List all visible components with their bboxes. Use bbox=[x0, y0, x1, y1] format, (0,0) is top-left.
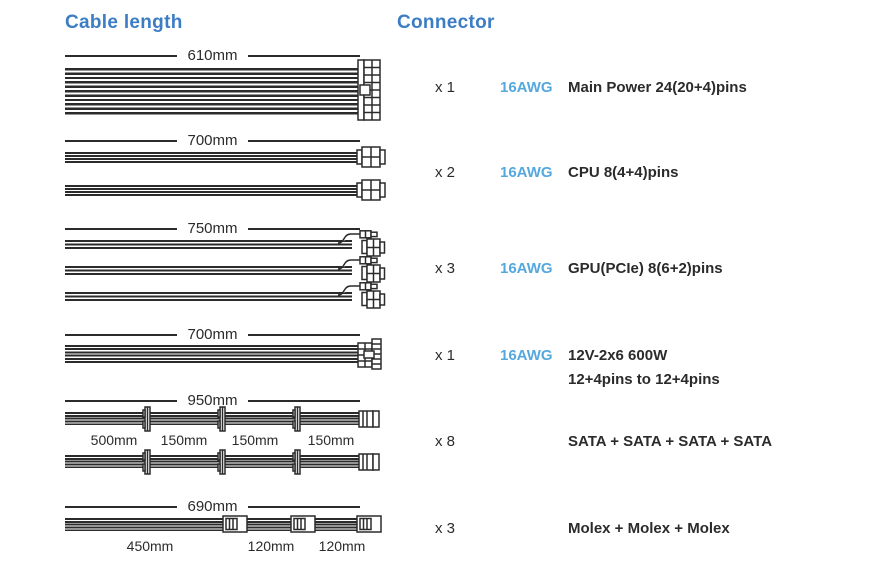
connector-description: CPU 8(4+4)pins bbox=[568, 164, 679, 181]
connector-description-line1: 12V-2x6 600W bbox=[568, 347, 668, 364]
gpu-pcie-pigtail-connector-icon bbox=[336, 282, 386, 312]
cable-ribbon bbox=[65, 412, 360, 426]
cable-ribbon bbox=[65, 455, 360, 469]
dimension-row1: 610mm bbox=[65, 47, 360, 65]
cable-ribbon bbox=[65, 518, 360, 532]
sata-connector-icon bbox=[292, 449, 302, 475]
dimension-row5: 950mm bbox=[65, 392, 360, 410]
spec-row-molex: x 3 Molex + Molex + Molex bbox=[435, 517, 730, 541]
quantity-label: x 8 bbox=[435, 433, 456, 450]
connector-description: Molex + Molex + Molex bbox=[568, 520, 730, 537]
connector-heading: Connector bbox=[397, 12, 495, 33]
dimension-line bbox=[65, 400, 178, 402]
sata-end-connector-icon bbox=[358, 453, 380, 471]
12v-2x6-connector-icon bbox=[357, 338, 385, 370]
atx-24pin-connector-icon bbox=[357, 59, 381, 121]
molex-connector-icon bbox=[356, 514, 382, 534]
segment-label: 150mm bbox=[160, 432, 208, 448]
spec-row-sata: x 8 SATA + SATA + SATA + SATA bbox=[435, 430, 772, 454]
cable-ribbon bbox=[65, 266, 352, 276]
awg-label: 16AWG bbox=[500, 164, 553, 181]
quantity-label: x 1 bbox=[435, 347, 456, 364]
spec-row-gpu: x 3 16AWG GPU(PCIe) 8(6+2)pins bbox=[435, 257, 723, 281]
molex-connector-icon bbox=[222, 514, 248, 534]
dimension-label: 950mm bbox=[187, 392, 238, 409]
dimension-line bbox=[247, 55, 360, 57]
dimension-line bbox=[65, 55, 178, 57]
cable-ribbon bbox=[65, 185, 357, 196]
dimension-line bbox=[65, 140, 178, 142]
awg-label: 16AWG bbox=[500, 347, 553, 364]
connector-description: 12V-2x6 600W 12+4pins to 12+4pins bbox=[568, 344, 720, 392]
connector-description: Main Power 24(20+4)pins bbox=[568, 79, 747, 96]
spec-row-cpu: x 2 16AWG CPU 8(4+4)pins bbox=[435, 161, 678, 185]
cable-length-heading: Cable length bbox=[65, 12, 183, 33]
dimension-line bbox=[247, 506, 360, 508]
quantity-label: x 2 bbox=[435, 164, 456, 181]
cable-ribbon bbox=[65, 152, 357, 163]
segment-label: 150mm bbox=[231, 432, 279, 448]
sata-connector-icon bbox=[142, 449, 152, 475]
connector-description-line2: 12+4pins to 12+4pins bbox=[568, 371, 720, 388]
cpu-8pin-connector-icon bbox=[356, 146, 386, 168]
sata-connector-icon bbox=[292, 406, 302, 432]
dimension-label: 700mm bbox=[187, 132, 238, 149]
dimension-label: 700mm bbox=[187, 326, 238, 343]
segment-label: 120mm bbox=[318, 538, 366, 554]
dimension-line bbox=[247, 400, 360, 402]
dimension-line bbox=[65, 334, 178, 336]
dimension-line bbox=[65, 506, 178, 508]
cpu-8pin-connector-icon bbox=[356, 179, 386, 201]
dimension-row4: 700mm bbox=[65, 326, 360, 344]
sata-end-connector-icon bbox=[358, 410, 380, 428]
segment-label: 450mm bbox=[126, 538, 174, 554]
awg-label: 16AWG bbox=[500, 79, 553, 96]
dimension-label: 610mm bbox=[187, 47, 238, 64]
quantity-label: x 1 bbox=[435, 79, 456, 96]
awg-label bbox=[500, 517, 568, 541]
awg-label bbox=[500, 430, 568, 454]
cable-ribbon bbox=[65, 345, 358, 363]
segment-label: 120mm bbox=[247, 538, 295, 554]
dimension-line bbox=[247, 334, 360, 336]
segment-label: 500mm bbox=[90, 432, 138, 448]
connector-description: GPU(PCIe) 8(6+2)pins bbox=[568, 260, 723, 277]
dimension-label: 690mm bbox=[187, 498, 238, 515]
cable-ribbon bbox=[65, 240, 352, 250]
cable-ribbon bbox=[65, 292, 352, 302]
segment-label: 150mm bbox=[307, 432, 355, 448]
molex-connector-icon bbox=[290, 514, 316, 534]
dimension-row3: 750mm bbox=[65, 220, 360, 238]
cable-ribbon bbox=[65, 68, 358, 115]
dimension-row6: 690mm bbox=[65, 498, 360, 516]
dimension-row2: 700mm bbox=[65, 132, 360, 150]
sata-connector-icon bbox=[217, 449, 227, 475]
awg-label: 16AWG bbox=[500, 260, 553, 277]
connector-description: SATA + SATA + SATA + SATA bbox=[568, 433, 773, 450]
sata-connector-icon bbox=[142, 406, 152, 432]
dimension-line bbox=[247, 228, 360, 230]
quantity-label: x 3 bbox=[435, 520, 456, 537]
spec-row-main-power: x 1 16AWG Main Power 24(20+4)pins bbox=[435, 76, 747, 100]
spec-row-12v2x6: x 1 16AWG 12V-2x6 600W 12+4pins to 12+4p… bbox=[435, 344, 720, 392]
quantity-label: x 3 bbox=[435, 260, 456, 277]
sata-connector-icon bbox=[217, 406, 227, 432]
dimension-line bbox=[65, 228, 178, 230]
dimension-line bbox=[247, 140, 360, 142]
dimension-label: 750mm bbox=[187, 220, 238, 237]
